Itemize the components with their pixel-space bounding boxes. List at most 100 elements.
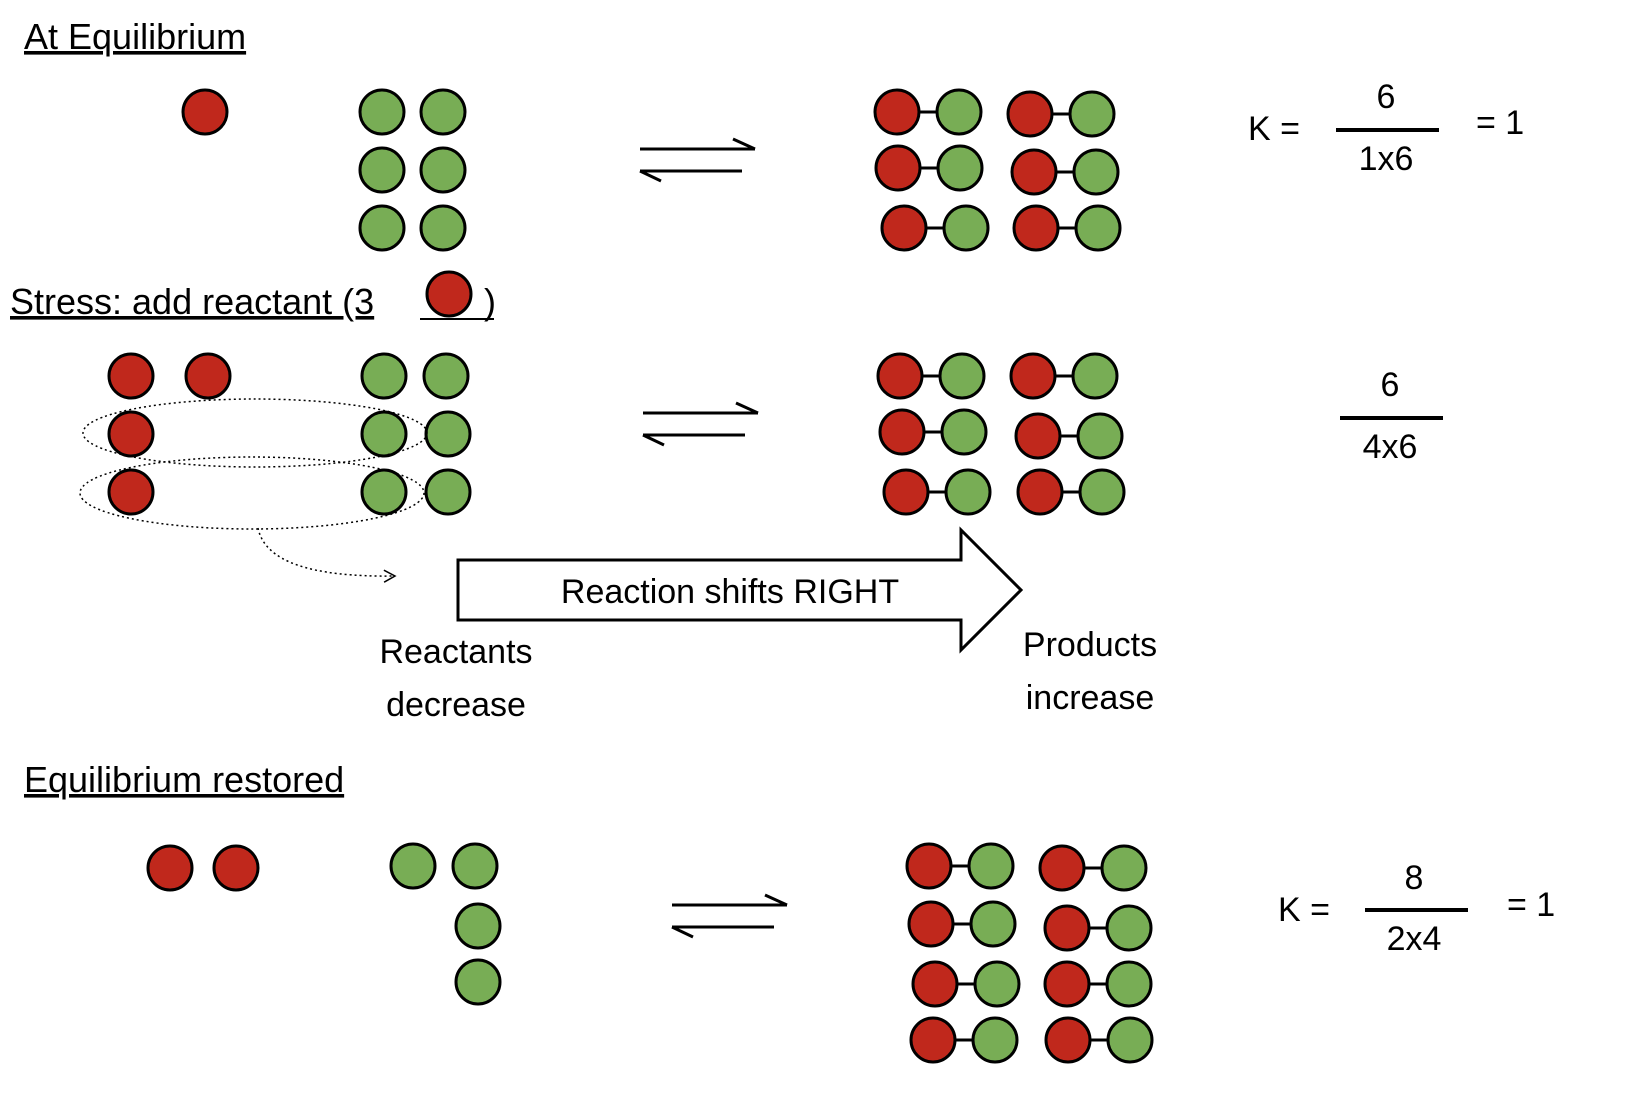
reactant-molecule bbox=[212, 844, 260, 892]
k-denominator: 2x4 bbox=[1387, 920, 1442, 958]
shift-label: Reaction shifts RIGHT bbox=[561, 573, 899, 611]
heading-equilibrium-restored: Equilibrium restored bbox=[24, 759, 344, 800]
products-note-line1: Products bbox=[1023, 626, 1157, 664]
product-pair bbox=[1012, 204, 1122, 252]
product-molecules bbox=[905, 842, 1154, 1064]
heading-at-equilibrium: At Equilibrium bbox=[24, 16, 246, 57]
product-pair bbox=[876, 352, 986, 400]
reactant-atom bbox=[905, 842, 953, 890]
reactant-atom bbox=[1012, 204, 1060, 252]
reactant-molecule bbox=[146, 844, 194, 892]
reactant-atom bbox=[1006, 90, 1054, 138]
product-pair bbox=[878, 408, 988, 456]
product-pair bbox=[1014, 412, 1124, 460]
partner-atom bbox=[1105, 904, 1153, 952]
reactant-atom bbox=[873, 88, 921, 136]
reactant-atom bbox=[878, 408, 926, 456]
equilibrium-arrows-icon bbox=[639, 137, 756, 183]
partner-molecule bbox=[451, 842, 499, 890]
partner-molecule bbox=[358, 204, 406, 252]
partner-molecule bbox=[360, 352, 408, 400]
product-pair bbox=[1009, 352, 1119, 400]
reactant-atom bbox=[1043, 904, 1091, 952]
partner-atom bbox=[1105, 960, 1153, 1008]
reactant-atom bbox=[1010, 148, 1058, 196]
partner-molecule bbox=[389, 842, 437, 890]
added-reactant-icon bbox=[425, 270, 473, 318]
heading-stress-close: ) bbox=[484, 281, 496, 322]
product-pair bbox=[874, 144, 984, 192]
partner-atom bbox=[971, 1016, 1019, 1064]
free-partner-molecules bbox=[360, 352, 472, 516]
product-pair bbox=[907, 900, 1017, 948]
reacting-group-outlines bbox=[79, 398, 428, 530]
partner-molecule bbox=[454, 958, 502, 1006]
product-pair bbox=[1043, 960, 1153, 1008]
k-result: = 1 bbox=[1476, 104, 1524, 142]
product-pair bbox=[1038, 844, 1148, 892]
reactant-atom bbox=[1009, 352, 1057, 400]
reactant-atom bbox=[909, 1016, 957, 1064]
partner-molecule bbox=[360, 468, 408, 516]
k-expression: K = 6 1x6 = 1 bbox=[1248, 78, 1524, 178]
partner-molecule bbox=[424, 468, 472, 516]
partner-atom bbox=[940, 408, 988, 456]
product-pair bbox=[1043, 904, 1153, 952]
reactant-molecule bbox=[107, 352, 155, 400]
partner-molecule bbox=[454, 902, 502, 950]
reactant-atom bbox=[911, 960, 959, 1008]
product-pair bbox=[1006, 90, 1116, 138]
k-denominator: 1x6 bbox=[1359, 140, 1414, 178]
partner-molecule bbox=[358, 88, 406, 136]
products-note-line2: increase bbox=[1026, 679, 1155, 717]
product-pair bbox=[1044, 1016, 1154, 1064]
partner-atom bbox=[1071, 352, 1119, 400]
partner-molecule bbox=[358, 146, 406, 194]
partner-atom bbox=[1100, 844, 1148, 892]
reactant-molecule bbox=[184, 352, 232, 400]
partner-atom bbox=[942, 204, 990, 252]
quotient-denominator: 4x6 bbox=[1363, 428, 1418, 466]
reactant-atom bbox=[882, 468, 930, 516]
partner-atom bbox=[1074, 204, 1122, 252]
partner-molecule bbox=[424, 410, 472, 458]
product-molecules bbox=[876, 352, 1126, 516]
k-result: = 1 bbox=[1507, 886, 1555, 924]
partner-atom bbox=[944, 468, 992, 516]
reactant-atom bbox=[1043, 960, 1091, 1008]
reactant-molecule bbox=[107, 468, 155, 516]
partner-molecule bbox=[419, 146, 467, 194]
partner-molecule bbox=[360, 410, 408, 458]
reactant-atom bbox=[1016, 468, 1064, 516]
product-pair bbox=[882, 468, 992, 516]
product-pair bbox=[1010, 148, 1120, 196]
partner-atom bbox=[967, 842, 1015, 890]
free-partner-molecules bbox=[389, 842, 502, 1006]
quotient-expression: 6 4x6 bbox=[1340, 366, 1443, 466]
product-pair bbox=[911, 960, 1021, 1008]
k-numerator: 8 bbox=[1405, 859, 1424, 897]
partner-atom bbox=[938, 352, 986, 400]
dotted-curved-arrow-icon bbox=[257, 527, 397, 583]
partner-molecule bbox=[419, 88, 467, 136]
reactant-atom bbox=[880, 204, 928, 252]
quotient-numerator: 6 bbox=[1381, 366, 1400, 404]
equilibrium-arrows-icon bbox=[671, 893, 788, 939]
reactant-atom bbox=[874, 144, 922, 192]
reactant-molecule bbox=[107, 410, 155, 458]
product-pair bbox=[880, 204, 990, 252]
heading-stress: Stress: add reactant (3 bbox=[10, 281, 374, 322]
reactant-atom bbox=[1044, 1016, 1092, 1064]
product-pair bbox=[909, 1016, 1019, 1064]
k-label: K = bbox=[1278, 891, 1330, 929]
free-reactant-molecules bbox=[146, 844, 260, 892]
partner-atom bbox=[969, 900, 1017, 948]
product-molecules bbox=[873, 88, 1122, 252]
reactant-atom bbox=[1014, 412, 1062, 460]
partner-atom bbox=[973, 960, 1021, 1008]
product-pair bbox=[905, 842, 1015, 890]
reactants-note-line2: decrease bbox=[386, 686, 526, 724]
partner-molecule bbox=[419, 204, 467, 252]
equilibrium-arrows-icon bbox=[642, 401, 759, 447]
